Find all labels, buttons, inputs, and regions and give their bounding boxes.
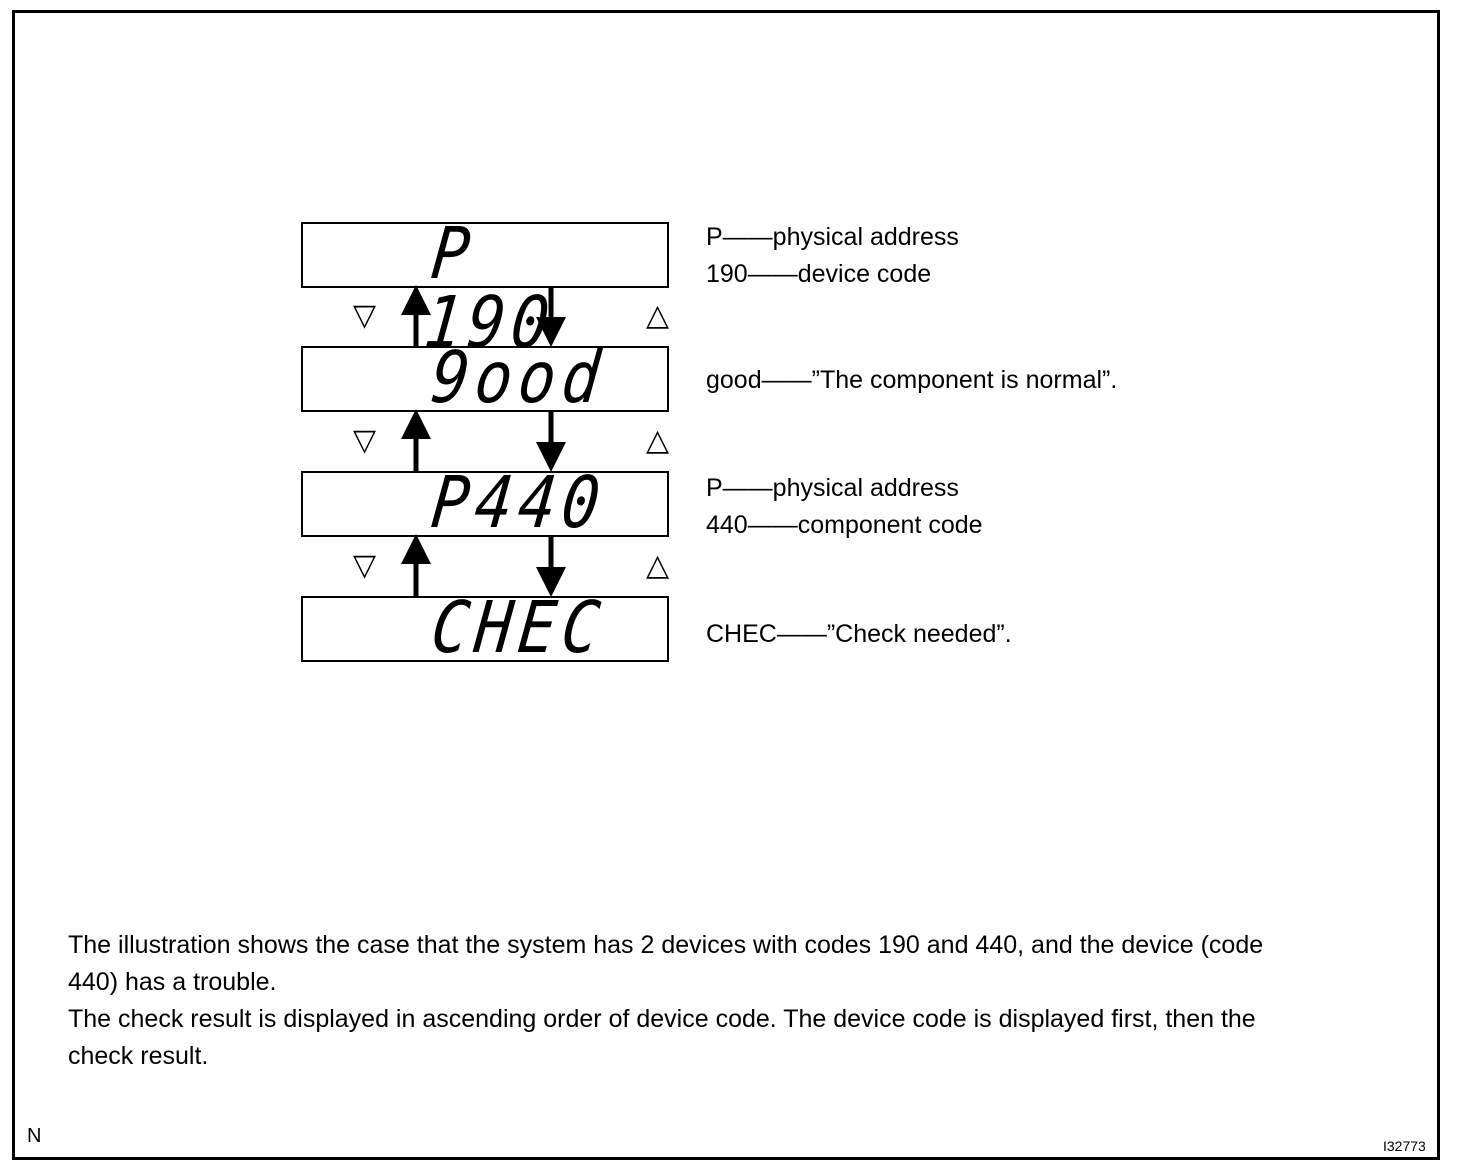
lcd-display-1 <box>301 222 669 288</box>
note-line-4: check result. <box>68 1042 209 1070</box>
lcd-display-3 <box>301 471 669 537</box>
up-button-icon: △ <box>646 549 670 582</box>
figure-frame <box>12 10 1440 1160</box>
display-3-label-b: 440——component code <box>706 511 983 539</box>
arrow-group-1 <box>401 285 566 347</box>
up-button-icon: △ <box>646 424 670 457</box>
corner-mark-left: N <box>27 1125 42 1147</box>
note-line-2: 440) has a trouble. <box>68 968 277 996</box>
down-button-icon: ▽ <box>353 299 377 332</box>
note-line-1: The illustration shows the case that the… <box>68 931 1264 959</box>
note-line-3: The check result is displayed in ascendi… <box>68 1005 1256 1033</box>
display-1-label-a: P——physical address <box>706 223 959 251</box>
display-1-label-b: 190——device code <box>706 260 932 288</box>
lcd-display-2 <box>301 346 669 412</box>
up-button-icon: △ <box>646 299 670 332</box>
display-4-label: CHEC——”Check needed”. <box>706 620 1012 648</box>
lcd-display-4 <box>301 596 669 662</box>
display-3-label-a: P——physical address <box>706 474 959 502</box>
down-button-icon: ▽ <box>353 549 377 582</box>
down-button-icon: ▽ <box>353 424 377 457</box>
figure-id: I32773 <box>1383 1138 1426 1154</box>
display-2-label: good——”The component is normal”. <box>706 366 1118 394</box>
arrow-group-3 <box>401 534 566 597</box>
arrow-group-2 <box>401 409 566 472</box>
